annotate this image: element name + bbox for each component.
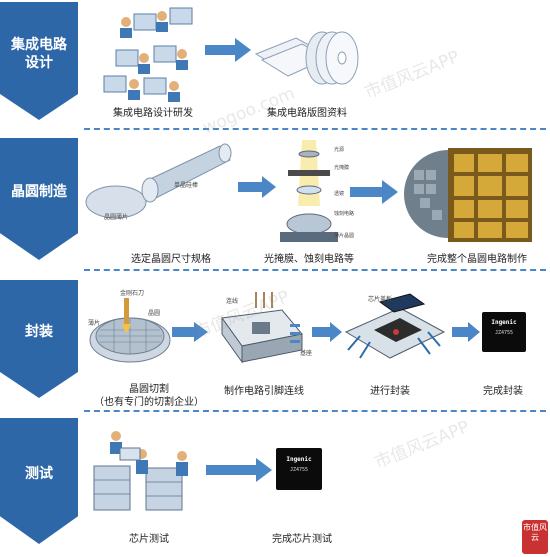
label-etch: 蚀刻电路 bbox=[334, 211, 355, 217]
flow-arrow bbox=[312, 322, 342, 342]
flow-arrow bbox=[206, 458, 272, 482]
chip-model: JZ4755 bbox=[494, 330, 514, 336]
stage-wafer: 晶圆制造 bbox=[0, 138, 78, 260]
caption-select-size: 选定晶圆尺寸规格 bbox=[131, 254, 211, 265]
label-ingot: 单晶硅棒 bbox=[174, 182, 199, 189]
stage-test-label: 测试 bbox=[25, 466, 53, 482]
ingot-and-wafer-illustration bbox=[85, 143, 232, 219]
label-light: 光源 bbox=[334, 147, 345, 153]
label-substrate: 基座 bbox=[300, 350, 313, 357]
flow-arrow bbox=[238, 176, 276, 198]
engineers-at-computers-illustration bbox=[103, 7, 193, 102]
caption-full-wafer: 完成整个晶圆电路制作 bbox=[427, 254, 527, 265]
packaged-chip: Ingenic JZ4755 bbox=[482, 312, 526, 352]
label-chip-cap: 芯片盖板 bbox=[368, 296, 393, 303]
flow-arrow bbox=[205, 38, 251, 62]
flow-arrow bbox=[350, 180, 398, 204]
separator bbox=[84, 269, 546, 271]
caption-dicing-note: （也有专门的切割企业） bbox=[94, 397, 204, 408]
label-wafer-slice: 晶圆薄片 bbox=[104, 214, 129, 221]
caption-pkg-done: 完成封装 bbox=[483, 386, 523, 397]
label-lens: 透镜 bbox=[334, 191, 345, 197]
stage-design-label: 集成电路 设计 bbox=[11, 37, 67, 71]
caption-bonding: 制作电路引脚连线 bbox=[224, 386, 304, 397]
chip-brand: Ingenic bbox=[491, 319, 517, 326]
flow-arrow bbox=[172, 322, 208, 342]
brand-badge: 市值风云 bbox=[522, 520, 548, 554]
caption-design-dev: 集成电路设计研发 bbox=[113, 108, 193, 119]
watermark: 市值风云APP bbox=[361, 47, 463, 104]
stage-test: 测试 bbox=[0, 418, 78, 544]
chip-packaging-illustration bbox=[344, 293, 446, 359]
chip-model: JZ4755 bbox=[289, 467, 309, 473]
caption-chip-test: 芯片测试 bbox=[129, 534, 169, 545]
tested-chip: Ingenic JZ4755 bbox=[276, 448, 322, 490]
caption-litho: 光掩膜、蚀刻电路等 bbox=[264, 254, 354, 265]
wire-bonding-illustration bbox=[221, 292, 303, 364]
chip-brand: Ingenic bbox=[286, 456, 312, 463]
stage-wafer-label: 晶圆制造 bbox=[11, 184, 67, 200]
label-wafer: 晶圆 bbox=[148, 310, 161, 317]
stage-package: 封装 bbox=[0, 280, 78, 398]
test-engineers-illustration bbox=[93, 431, 188, 511]
label-mask: 光掩膜 bbox=[334, 165, 350, 171]
separator bbox=[84, 410, 546, 412]
caption-packaging: 进行封装 bbox=[370, 386, 410, 397]
lithography-illustration bbox=[280, 140, 338, 242]
label-diamond-saw: 金刚石刀 bbox=[120, 290, 145, 297]
stage-package-label: 封装 bbox=[25, 324, 53, 340]
label-thin-film: 薄片晶圆 bbox=[334, 233, 355, 239]
caption-dicing: 晶圆切割 bbox=[129, 384, 169, 395]
label-wire: 连线 bbox=[226, 298, 239, 305]
separator bbox=[84, 128, 546, 130]
layout-discs-illustration bbox=[254, 31, 359, 85]
caption-test-done: 完成芯片测试 bbox=[272, 534, 332, 545]
caption-layout-data: 集成电路版图资料 bbox=[267, 108, 347, 119]
watermark: 市值风云APP bbox=[371, 417, 473, 474]
finished-wafer-illustration bbox=[404, 148, 532, 242]
stage-design: 集成电路 设计 bbox=[0, 2, 78, 120]
label-blade: 薄片 bbox=[88, 320, 101, 327]
wafer-dicing-illustration bbox=[89, 298, 171, 363]
flow-arrow bbox=[452, 322, 480, 342]
